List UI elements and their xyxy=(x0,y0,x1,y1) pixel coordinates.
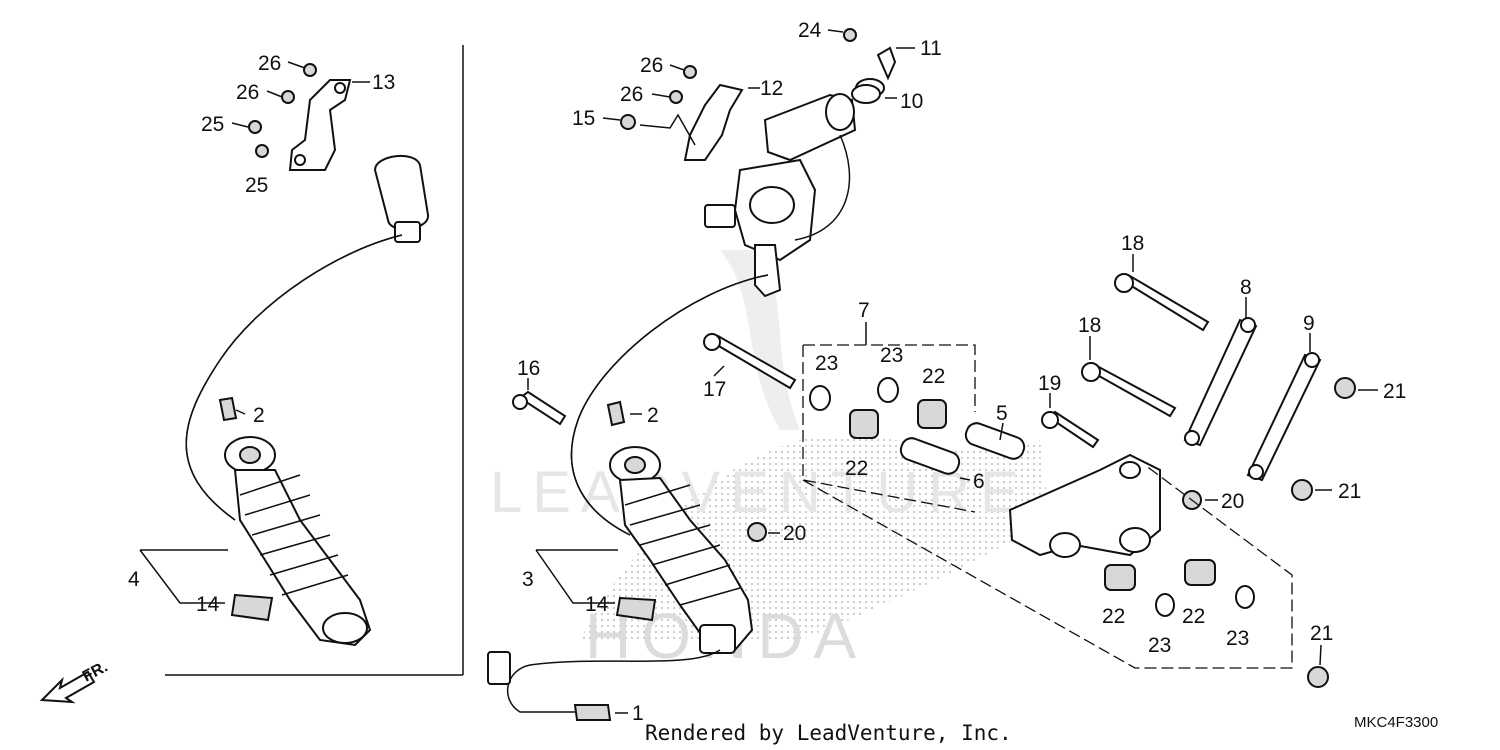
callout-24: 24 xyxy=(798,19,822,42)
callout-23: 23 xyxy=(1226,627,1249,650)
callout-18: 18 xyxy=(1078,314,1101,337)
callout-21: 21 xyxy=(1338,480,1361,503)
callout-16: 16 xyxy=(517,357,540,380)
callout-21: 21 xyxy=(1383,380,1406,403)
callout-26: 26 xyxy=(620,83,643,106)
left-shock-assembly xyxy=(185,63,429,647)
callout-25: 25 xyxy=(201,113,224,136)
callout-20: 20 xyxy=(783,522,806,545)
callout-10: 10 xyxy=(900,90,923,113)
callout-18: 18 xyxy=(1121,232,1144,255)
callout-11: 11 xyxy=(920,37,942,60)
callout-15: 15 xyxy=(572,107,595,130)
callout-26: 26 xyxy=(236,81,259,104)
callout-21: 21 xyxy=(1310,622,1333,645)
callout-labels: 26 26 25 25 13 2 4 14 24 11 26 26 12 10 … xyxy=(128,19,1406,725)
diagram-code: MKC4F3300 xyxy=(1354,714,1438,731)
link-hardware xyxy=(512,273,1356,688)
callout-22: 22 xyxy=(1182,605,1205,628)
callout-23: 23 xyxy=(815,352,838,375)
callout-8: 8 xyxy=(1240,276,1252,299)
callout-19: 19 xyxy=(1038,372,1061,395)
callout-14: 14 xyxy=(585,593,609,616)
callout-22: 22 xyxy=(845,457,868,480)
watermark-text: LEADVENTURE xyxy=(490,460,1029,525)
leader-lines xyxy=(139,29,1378,714)
front-direction-indicator: FR. xyxy=(39,658,111,704)
watermark: LEADVENTURE HONDA xyxy=(490,250,1050,672)
callout-26: 26 xyxy=(640,54,663,77)
callout-26: 26 xyxy=(258,52,281,75)
callout-22: 22 xyxy=(922,365,945,388)
callout-14: 14 xyxy=(196,593,220,616)
callout-23: 23 xyxy=(880,344,903,367)
callout-13: 13 xyxy=(372,71,395,94)
callout-6: 6 xyxy=(973,470,985,493)
callout-2: 2 xyxy=(253,404,265,427)
front-arrow-icon xyxy=(39,670,96,704)
callout-20: 20 xyxy=(1221,490,1244,513)
callout-23: 23 xyxy=(1148,634,1171,657)
callout-22: 22 xyxy=(1102,605,1125,628)
callout-9: 9 xyxy=(1303,312,1315,335)
callout-5: 5 xyxy=(996,402,1008,425)
callout-25: 25 xyxy=(245,174,268,197)
callout-7: 7 xyxy=(858,299,870,322)
callout-4: 4 xyxy=(128,568,140,591)
main-shock-assembly xyxy=(487,28,897,721)
callout-2: 2 xyxy=(647,404,659,427)
callout-3: 3 xyxy=(522,568,534,591)
render-credit: Rendered by LeadVenture, Inc. xyxy=(645,721,1012,745)
callout-12: 12 xyxy=(760,77,783,100)
callout-1: 1 xyxy=(632,702,644,725)
callout-17: 17 xyxy=(703,378,726,401)
